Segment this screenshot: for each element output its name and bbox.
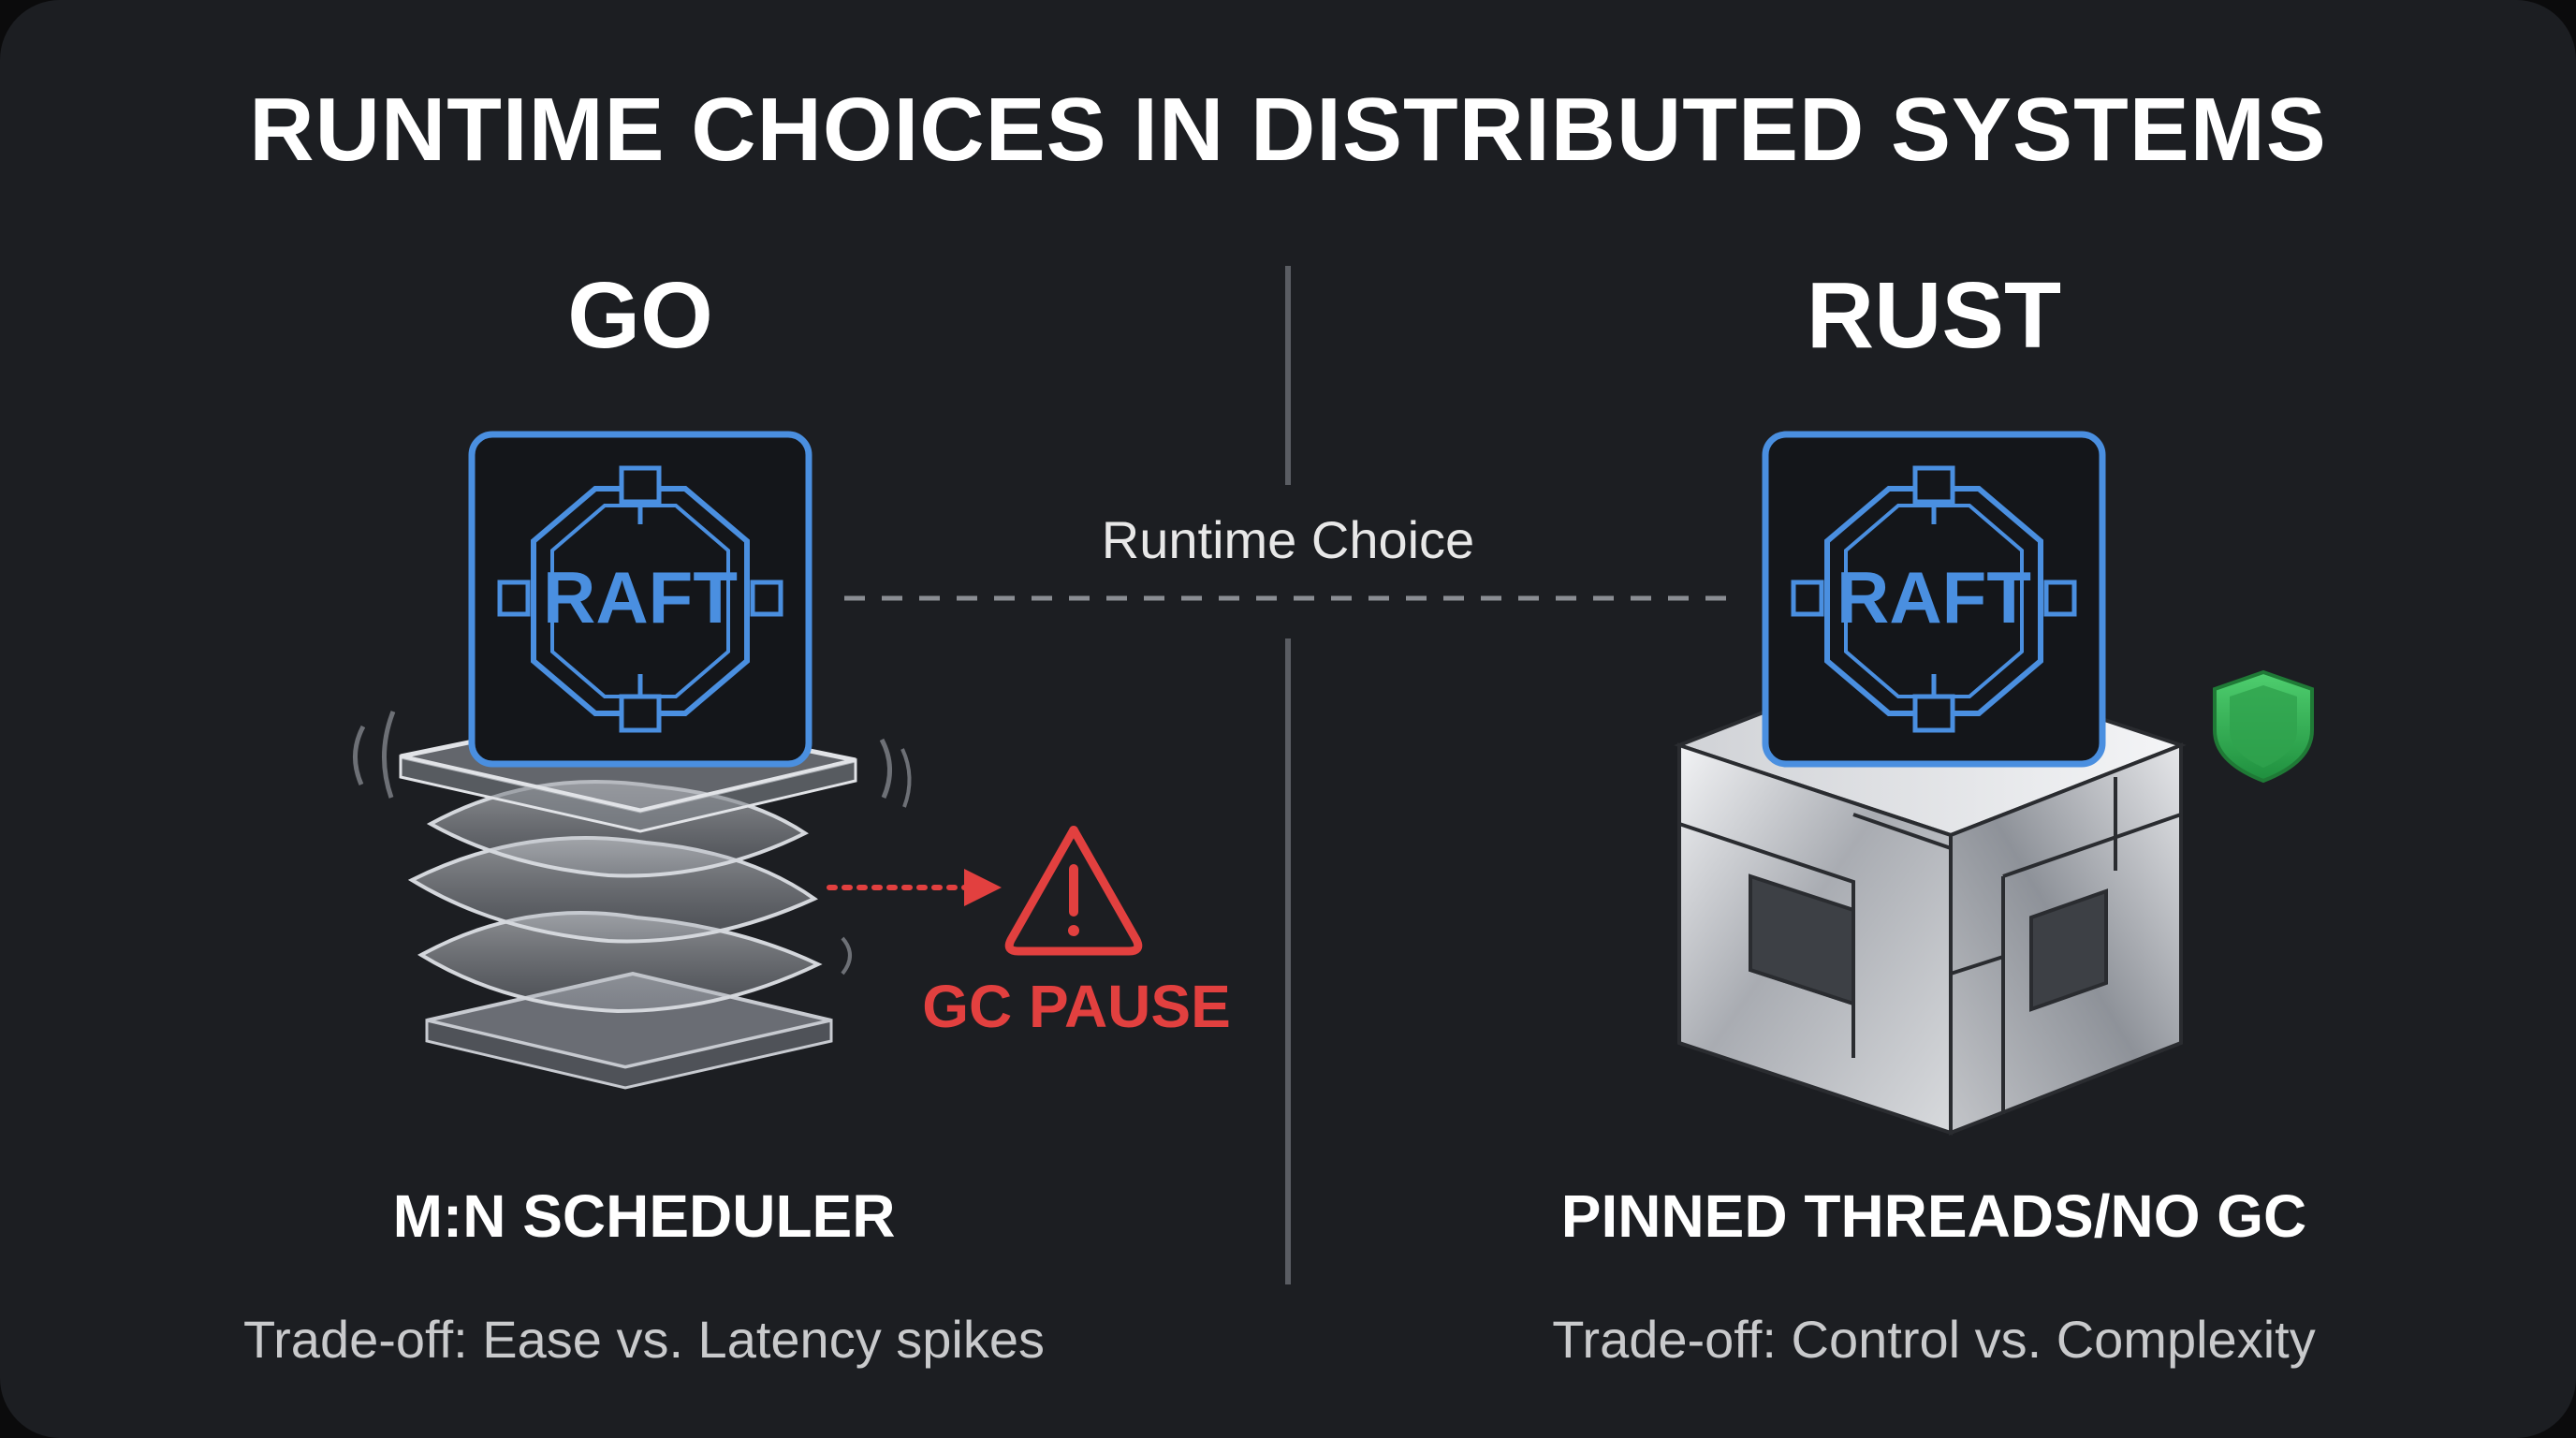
raft-chip-icon (468, 431, 812, 768)
stacked-layers-icon (352, 709, 912, 1090)
gc-arrow (827, 869, 1002, 906)
go-chip-label: RAFT (543, 556, 738, 638)
go-subtitle: M:N SCHEDULER (392, 1182, 896, 1250)
runtime-choice-label: Runtime Choice (1101, 510, 1475, 569)
rust-heading: RUST (1806, 263, 2062, 368)
warning-icon (1004, 826, 1143, 956)
raft-chip-icon (1762, 431, 2106, 768)
shield-icon (2213, 669, 2314, 784)
rust-subtitle: PINNED THREADS/NO GC (1560, 1182, 2307, 1250)
page-title: RUNTIME CHOICES IN DISTRIBUTED SYSTEMS (249, 80, 2327, 180)
gc-pause-label: GC PAUSE (922, 973, 1231, 1040)
go-heading: GO (567, 263, 713, 368)
rust-chip-label: RAFT (1837, 556, 2031, 638)
go-tradeoff: Trade-off: Ease vs. Latency spikes (243, 1310, 1045, 1369)
rust-tradeoff: Trade-off: Control vs. Complexity (1552, 1310, 2316, 1369)
